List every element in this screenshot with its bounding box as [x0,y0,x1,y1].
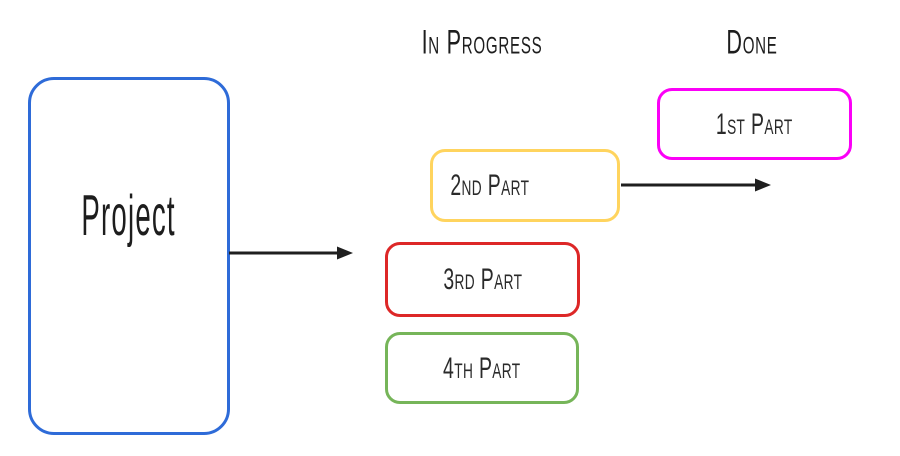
column-header-in-progress: In Progress [421,23,543,62]
column-header-done: Done [726,23,778,62]
card-3rd-part-label: 3rd Part [443,262,522,296]
card-3rd-part: 3rd Part [385,242,580,317]
card-4th-part-label: 4th Part [443,350,521,384]
project-label: Project [81,182,177,248]
card-1st-part-label: 1st Part [716,106,793,140]
project-box: Project [28,77,230,435]
arrow-project-to-in-progress [229,246,353,260]
card-1st-part: 1st Part [657,88,852,160]
card-2nd-part-label: 2nd Part [450,168,530,202]
arrow-2nd-part-to-done [621,178,771,192]
card-4th-part: 4th Part [385,332,579,404]
card-2nd-part: 2nd Part [430,149,620,222]
